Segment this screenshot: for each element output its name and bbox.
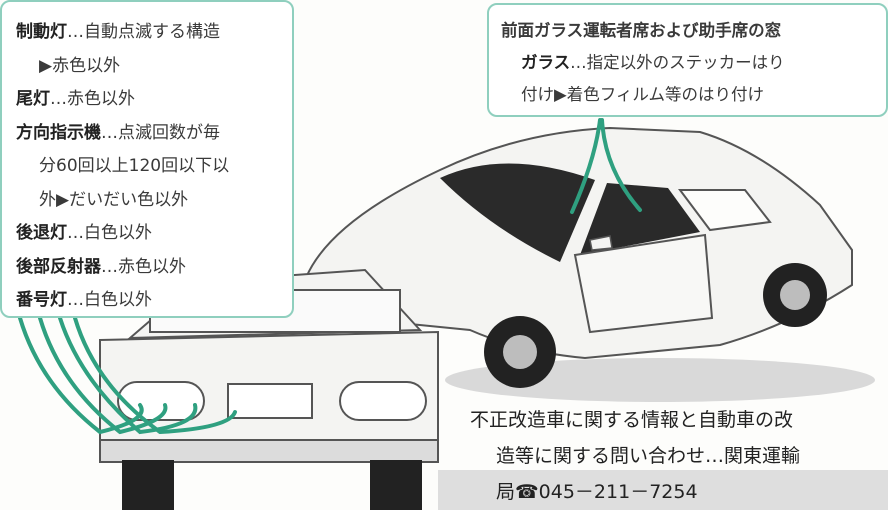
left-rear-tire [122, 460, 174, 510]
open-door [573, 233, 714, 334]
window-desc-2: …指定以外のステッカーはり [570, 53, 785, 72]
desc-tail-lamp: …赤色以外 [50, 89, 135, 109]
term-tail-lamp: 尾灯 [16, 89, 50, 109]
bumper [99, 439, 439, 463]
windshield [440, 163, 595, 262]
lamp-item-brake: 制動灯…自動点滅する構造 [16, 16, 286, 50]
desc-brake-lamp: …自動点滅する構造 [67, 22, 220, 42]
desc-rear-reflector: …赤色以外 [101, 256, 186, 277]
window-callout: 前面ガラス運転者席および助手席の窓 ガラス…指定以外のステッカーはり 付け▶着色… [487, 3, 888, 117]
window-desc-3: 付け▶着色フィルム等のはり付け [521, 85, 765, 104]
desc-turn-signal: …点滅回数が毎 [101, 122, 220, 143]
ground-shadow-side-car [445, 358, 875, 402]
term-brake-lamp: 制動灯 [16, 22, 67, 42]
right-tail-lamp [339, 381, 427, 421]
window-line-2: ガラス…指定以外のステッカーはり [501, 47, 878, 79]
lamp-item-plate: 番号灯…白色以外 [16, 284, 286, 318]
contact-info: 不正改造車に関する情報と自動車の改 造等に関する問い合わせ…関東運輸 局☎045… [470, 402, 888, 510]
desc-brake-lamp-cont: ▶赤色以外 [39, 55, 121, 76]
lamp-item-reflector: 後部反射器…赤色以外 [16, 251, 286, 285]
side-car [298, 126, 853, 388]
desc-plate-lamp: …白色以外 [67, 290, 152, 310]
term-turn-signal: 方向指示機 [16, 122, 101, 143]
term-rear-reflector: 後部反射器 [16, 256, 101, 277]
lamp-item-tail: 尾灯…赤色以外 [16, 83, 286, 117]
desc-turn-signal-cont-2: 外▶だいだい色以外 [39, 189, 189, 210]
contact-line-1: 不正改造車に関する情報と自動車の改 [470, 409, 794, 431]
rear-hub [780, 280, 810, 310]
front-hub [503, 335, 537, 369]
rear-side-window [678, 189, 772, 232]
term-reverse-lamp: 後退灯 [16, 223, 67, 243]
road-band [438, 470, 888, 510]
term-plate-lamp: 番号灯 [16, 290, 67, 310]
right-rear-tire [370, 460, 422, 510]
lamp-item-reverse: 後退灯…白色以外 [16, 217, 286, 251]
leader-left-4 [73, 316, 237, 435]
rear-lamp-callout: 制動灯…自動点滅する構造 ▶赤色以外 尾灯…赤色以外 方向指示機…点滅回数が毎 … [0, 0, 294, 318]
left-tail-lamp [117, 381, 205, 421]
leader-lines [18, 118, 642, 435]
leader-right-2 [600, 118, 642, 212]
leader-left-2 [38, 316, 168, 435]
leader-left-3 [58, 316, 198, 435]
window-term-2: ガラス [521, 53, 571, 72]
desc-reverse-lamp: …白色以外 [67, 223, 152, 243]
side-mirror [589, 235, 613, 251]
window-term-1: 前面ガラス運転者席および助手席の窓 [501, 21, 782, 40]
contact-line-2: 造等に関する問い合わせ…関東運輸 [496, 445, 801, 467]
license-plate [227, 383, 313, 419]
lamp-item-turn-signal: 方向指示機…点滅回数が毎 [16, 117, 286, 151]
leader-right-1 [570, 118, 602, 214]
contact-line-3: 局☎045－211－7254 [496, 481, 698, 503]
desc-turn-signal-cont-1: 分60回以上120回以下以 [39, 156, 230, 176]
